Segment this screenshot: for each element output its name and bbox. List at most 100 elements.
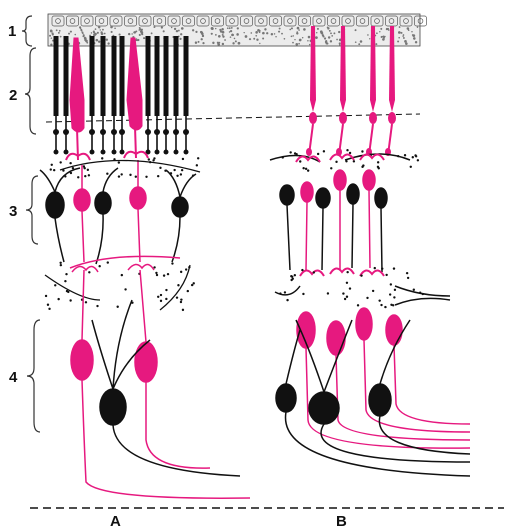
pigment-granule	[255, 31, 258, 34]
synapse-dot	[290, 279, 292, 281]
pigment-granule	[141, 31, 144, 34]
pigment-granule	[81, 30, 83, 32]
pigment-granule	[95, 28, 97, 30]
pigment-granule	[331, 35, 333, 37]
pigment-granule	[51, 37, 53, 39]
pigment-granule	[380, 28, 382, 30]
pigment-granule	[255, 35, 257, 37]
rod-nucleus	[53, 129, 59, 135]
pigment-granule	[381, 36, 383, 38]
pigment-granule	[176, 30, 178, 32]
pigment-granule	[317, 28, 319, 30]
pigment-granule	[56, 29, 58, 31]
pigment-granule	[178, 30, 180, 32]
pigment-granule	[271, 33, 273, 35]
pigment-granule	[298, 29, 300, 31]
pigment-granule	[279, 28, 281, 30]
pigment-granule	[201, 38, 203, 40]
cone-nucleus	[309, 112, 317, 124]
pigment-granule	[195, 31, 197, 33]
synapse-dot	[417, 159, 419, 161]
pigment-granule	[292, 42, 294, 44]
pigment-granule	[292, 35, 294, 37]
synapse-dot	[88, 174, 90, 176]
pigment-granule	[316, 32, 317, 33]
rod-nucleus	[100, 129, 106, 135]
cone-outer-segment	[340, 26, 346, 112]
rod-nucleus	[63, 129, 69, 135]
bracket-layer-2	[25, 48, 36, 134]
pigment-granule	[266, 32, 268, 34]
bracket-layer-3	[26, 176, 38, 244]
pigment-granule	[291, 27, 293, 29]
pigment-granule	[230, 30, 232, 32]
pigment-granule	[324, 37, 326, 39]
synapse-dot	[129, 174, 131, 176]
synapse-dot	[327, 292, 329, 294]
pigment-granule	[195, 42, 197, 44]
synapse-dot	[294, 274, 296, 276]
synapse-dot	[404, 154, 406, 156]
pigment-granule	[398, 37, 400, 39]
synapse-dot	[176, 296, 178, 298]
rod-outer-segment	[120, 36, 125, 116]
pigment-granule	[100, 31, 102, 33]
panel-a-bipolar-black	[40, 168, 196, 264]
pigment-granule	[284, 38, 286, 40]
pigment-granule	[215, 34, 217, 36]
pigment-granule	[171, 27, 172, 28]
synapse-dot	[188, 266, 190, 268]
pigment-granule	[376, 32, 378, 34]
pigment-granule	[218, 35, 221, 38]
pigment-granule	[60, 36, 62, 38]
synapse-dot	[167, 273, 169, 275]
synapse-dot	[349, 287, 351, 289]
pigment-granule	[262, 32, 265, 35]
pigment-granule	[259, 43, 260, 44]
synapse-dot	[360, 274, 362, 276]
pigment-granule	[102, 29, 104, 31]
rod-spherule	[184, 150, 189, 155]
synapse-dot	[301, 269, 303, 271]
synapse-dot	[65, 273, 67, 275]
synapse-dot	[390, 283, 392, 285]
synapse-dot	[165, 289, 167, 291]
synapse-dot	[317, 153, 319, 155]
pigment-granule	[91, 32, 93, 34]
pigment-granule	[355, 29, 357, 31]
pigment-granule	[96, 39, 99, 42]
pigment-granule	[302, 37, 303, 38]
synapse-dot	[59, 161, 61, 163]
pigment-granule	[192, 29, 194, 31]
synapse-dot	[378, 299, 380, 301]
rod-spherule	[164, 150, 169, 155]
pigment-granule	[86, 42, 88, 44]
pigment-granule	[222, 43, 224, 45]
pigment-granule	[298, 43, 300, 45]
synapse-dot	[54, 284, 56, 286]
synapse-dot	[346, 149, 348, 151]
synapse-dot	[393, 296, 395, 298]
pigment-granule	[234, 38, 236, 40]
synapse-dot	[45, 295, 47, 297]
rod-nucleus	[154, 129, 160, 135]
pigment-granule	[221, 28, 224, 31]
pigment-granule	[163, 30, 165, 32]
synapse-dot	[182, 309, 184, 311]
pigment-granule	[82, 33, 84, 35]
synapse-dot	[289, 151, 291, 153]
synapse-dot	[410, 166, 412, 168]
pigment-granule	[309, 44, 310, 45]
panel-label-a: A	[110, 513, 121, 527]
pigment-granule	[407, 27, 410, 30]
rod-nucleus	[163, 129, 169, 135]
pigment-granule	[398, 31, 401, 34]
pigment-granule	[68, 33, 70, 35]
pigment-granule	[238, 42, 241, 45]
pigment-granule	[229, 27, 231, 29]
rod-outer-segment	[101, 36, 106, 116]
pigment-granule	[333, 32, 335, 34]
synapse-dot	[377, 161, 379, 163]
pigment-granule	[229, 31, 230, 32]
